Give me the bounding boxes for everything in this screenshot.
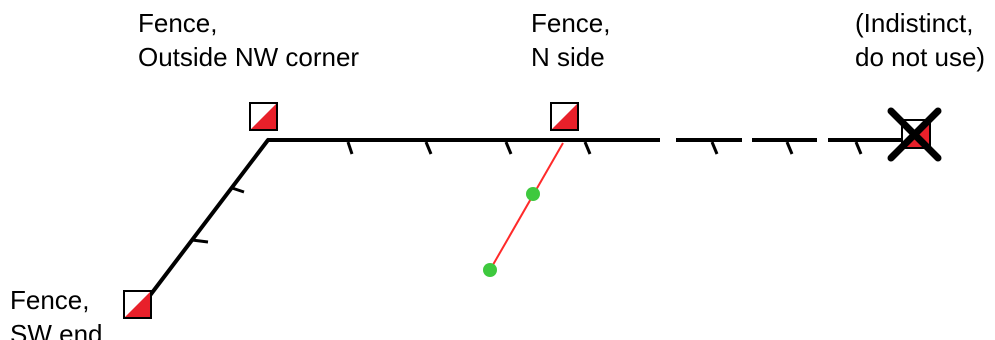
label-sw-end-line1: Fence, (10, 285, 90, 315)
fence-tick (854, 141, 863, 155)
fence-tick (583, 141, 592, 155)
label-indistinct-line1: (Indistinct, (855, 8, 974, 38)
label-n-side-line1: Fence, (531, 8, 611, 38)
route-line (489, 142, 564, 271)
label-n-side: Fence, N side (531, 6, 611, 74)
control-flag-icon (123, 290, 152, 319)
route-point-2 (483, 263, 497, 277)
label-nw-corner-line2: Outside NW corner (138, 42, 360, 72)
fence-tick (785, 141, 794, 155)
label-nw-corner: Fence, Outside NW corner (138, 6, 359, 74)
label-sw-end: Fence, SW end (10, 283, 103, 340)
cancel-cross-icon (887, 107, 942, 162)
label-nw-corner-line1: Fence, (138, 8, 218, 38)
fence-tick (504, 141, 513, 155)
label-sw-end-line2: SW end (10, 319, 103, 340)
control-flag-icon (249, 102, 278, 131)
fence-tick (231, 186, 245, 194)
fence-sw-leg (143, 138, 270, 304)
fence-tick (191, 238, 209, 244)
fence-tick (346, 141, 354, 155)
control-flag-icon (550, 102, 579, 131)
label-indistinct-line2: do not use) (855, 42, 986, 72)
route-point-1 (526, 187, 540, 201)
fence-tick (424, 141, 433, 155)
fence-tick (710, 141, 719, 155)
label-indistinct: (Indistinct, do not use) (855, 6, 985, 74)
label-n-side-line2: N side (531, 42, 605, 72)
